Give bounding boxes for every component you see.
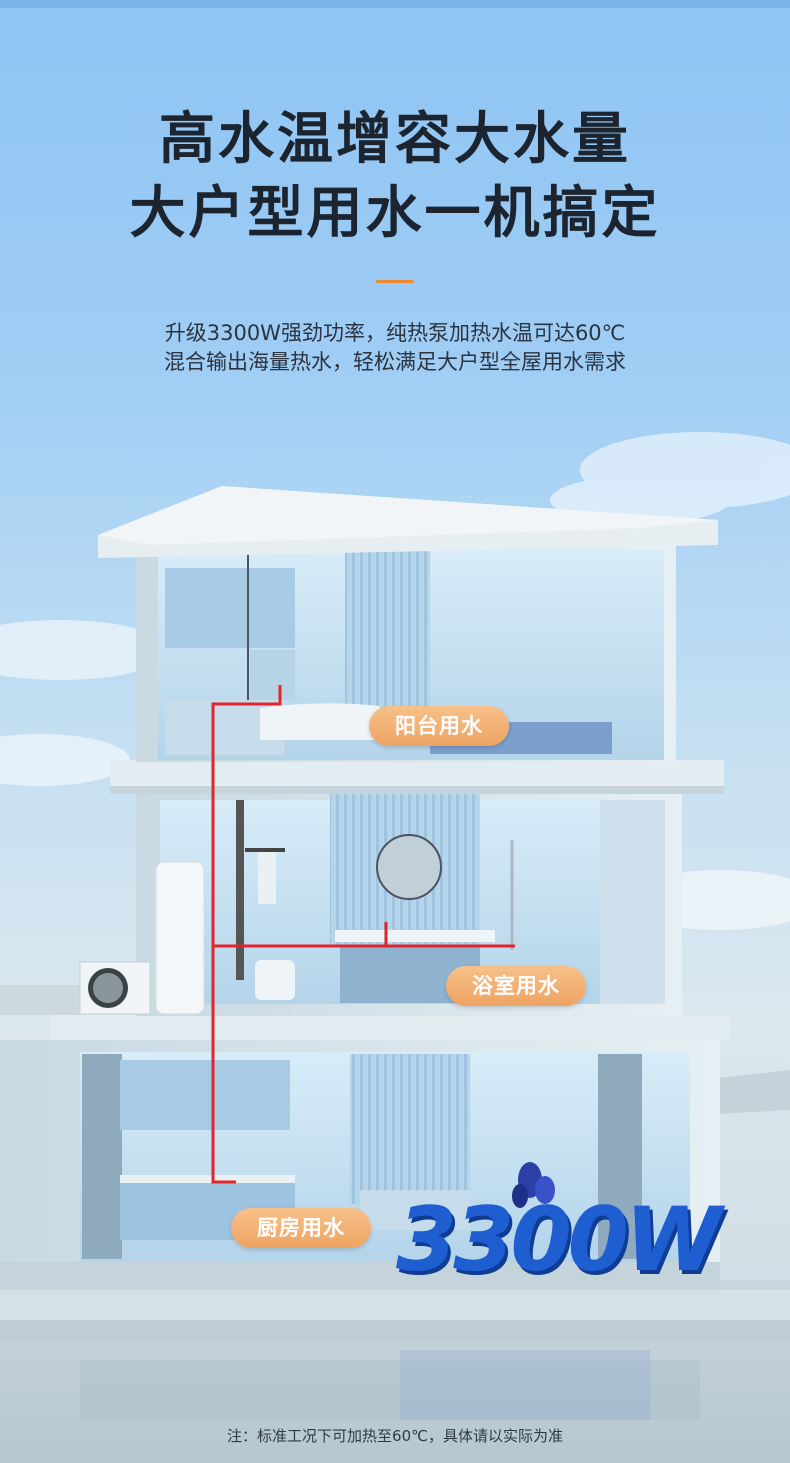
hot-water-pipes bbox=[211, 685, 515, 1184]
label-bathroom-water: 浴室用水 bbox=[446, 966, 586, 1006]
label-kitchen-water: 厨房用水 bbox=[231, 1208, 371, 1248]
headline-line-1: 高水温增容大水量 bbox=[159, 107, 631, 172]
footnote: 注：标准工况下可加热至60℃，具体请以实际为准 bbox=[227, 1427, 563, 1445]
subtitle-line-1: 升级3300W强劲功率，纯热泵加热水温可达60℃ bbox=[164, 321, 626, 345]
subtitle-line-2: 混合输出海量热水，轻松满足大户型全屋用水需求 bbox=[164, 350, 626, 374]
plant-decoration bbox=[512, 1162, 555, 1208]
label-balcony-water: 阳台用水 bbox=[369, 706, 509, 746]
power-rating: 3300W bbox=[396, 1188, 722, 1291]
top-strip bbox=[0, 0, 790, 8]
accent-divider bbox=[376, 280, 414, 283]
headline-line-2: 大户型用水一机搞定 bbox=[129, 181, 661, 246]
